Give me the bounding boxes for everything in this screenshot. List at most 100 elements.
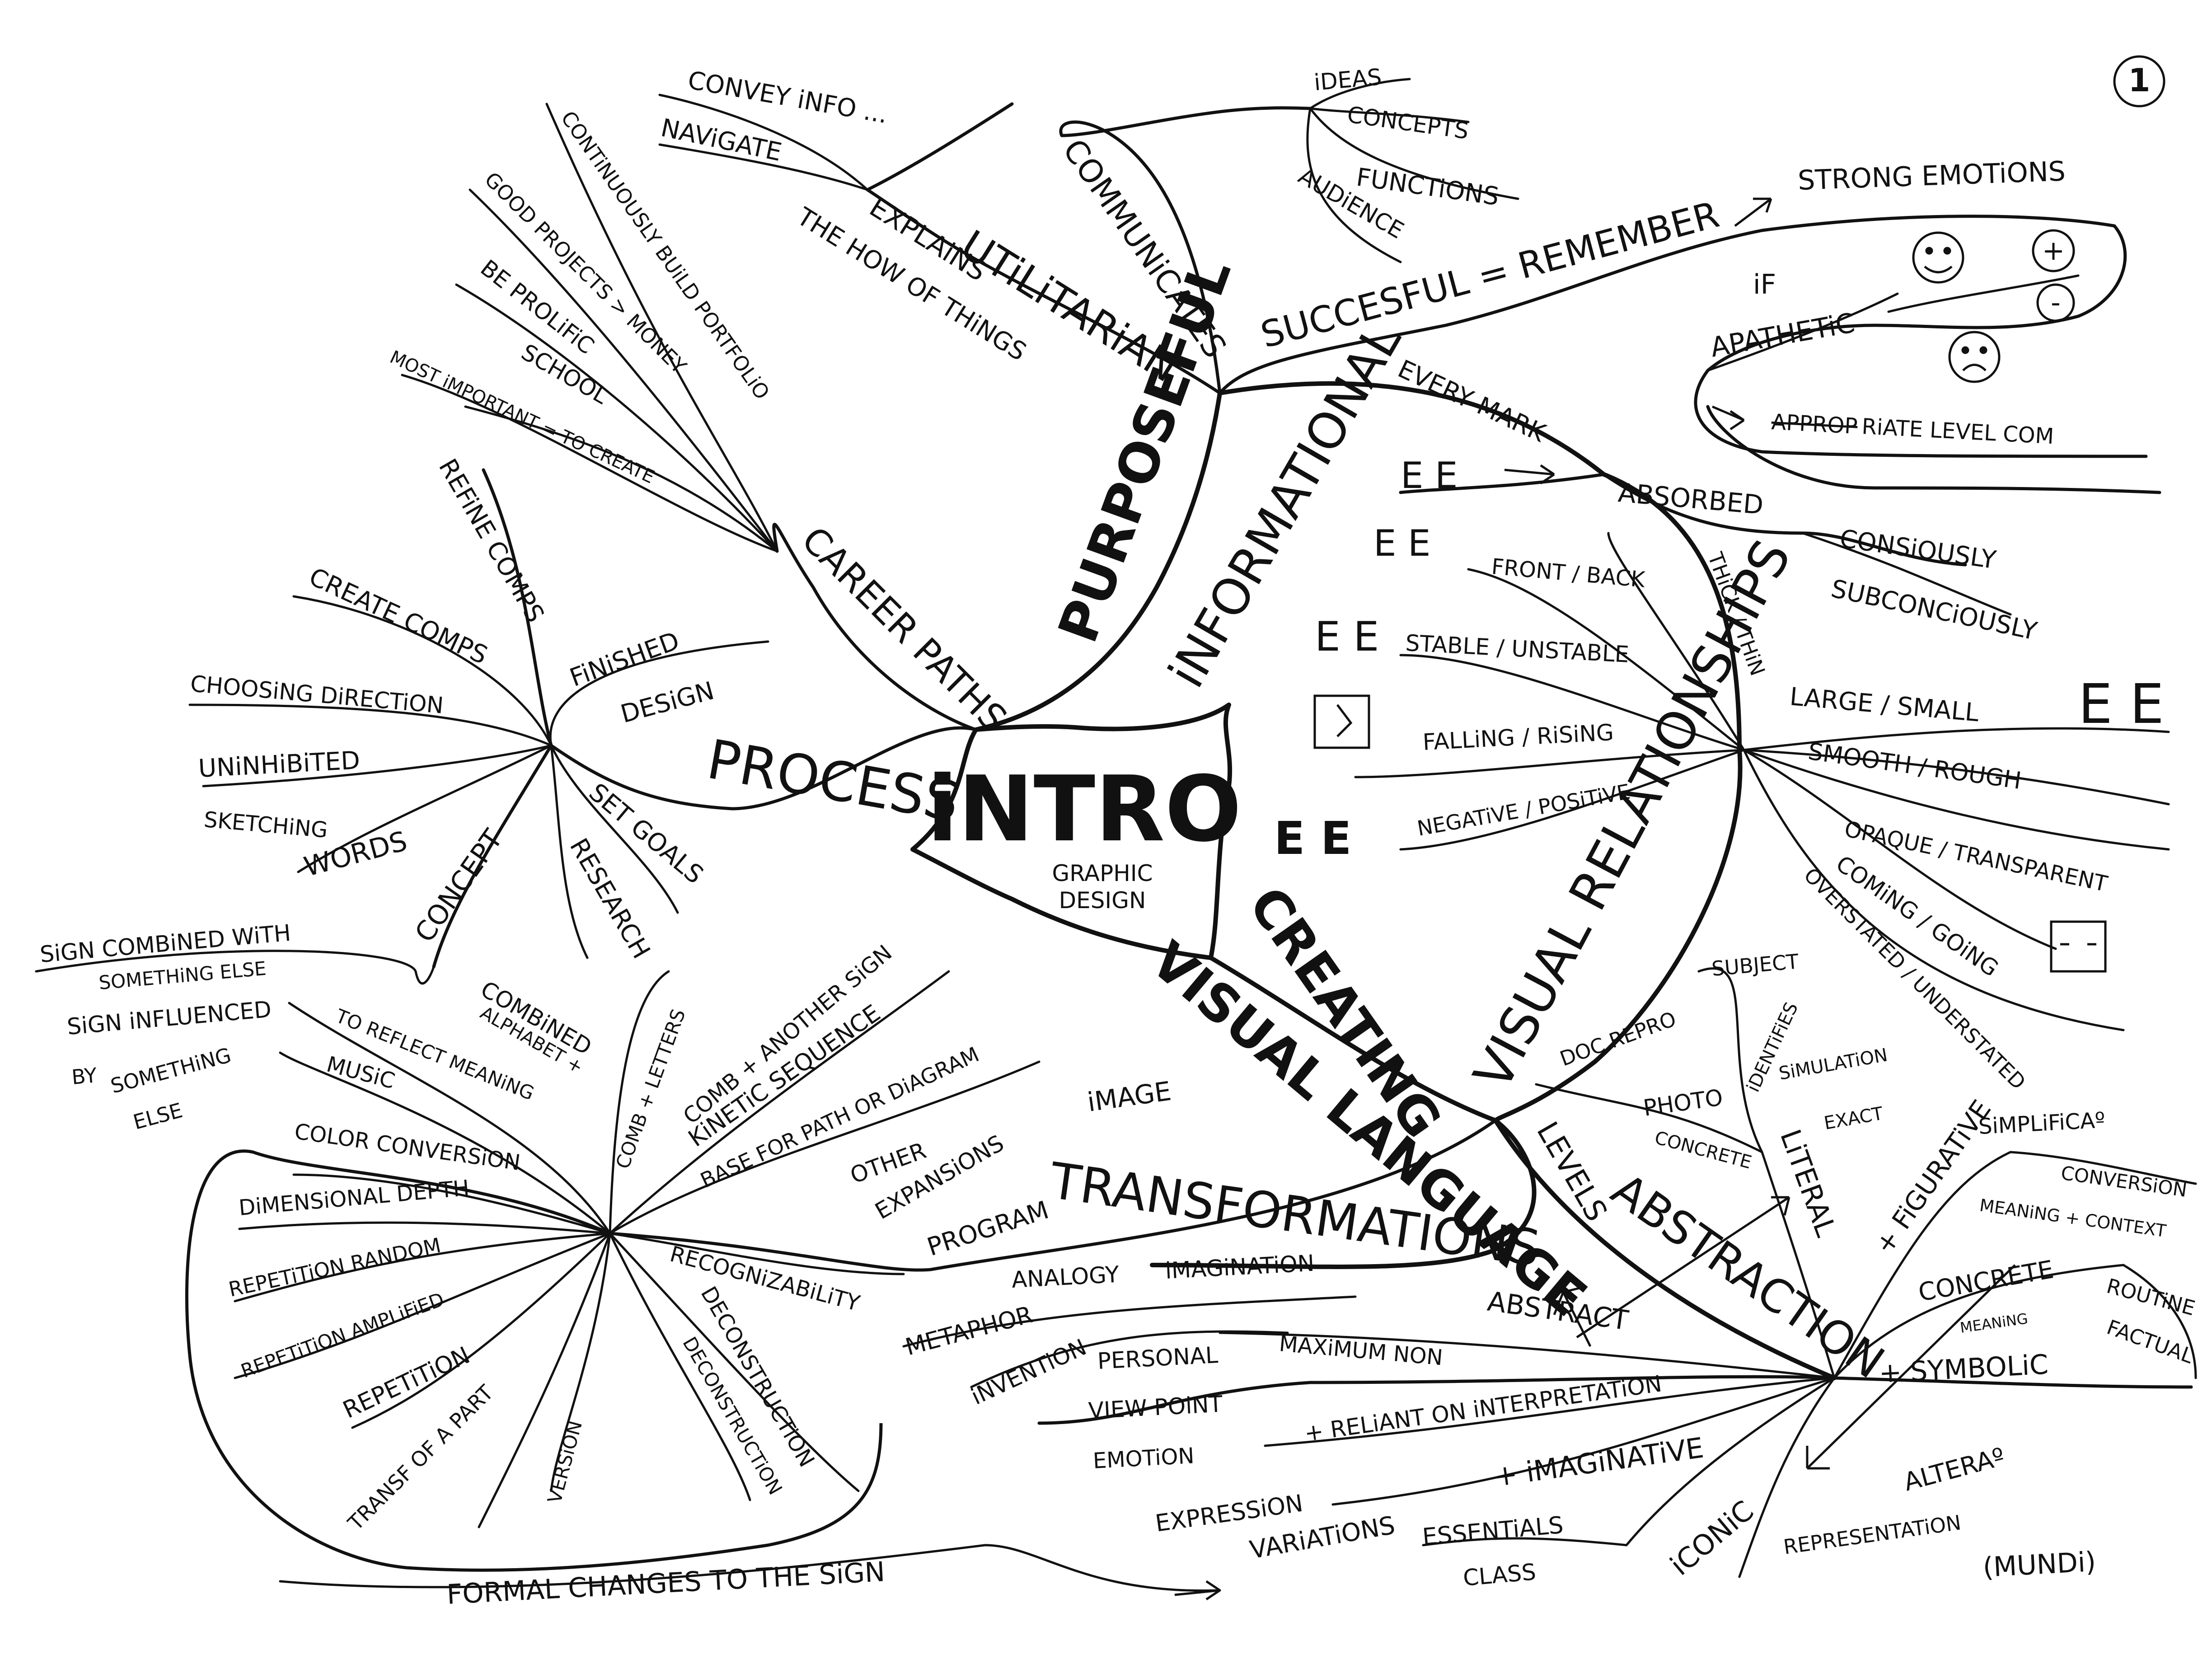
glyph-ee-1: E E — [1401, 455, 1458, 497]
expansions-label: EXPANSiONS — [871, 1130, 1008, 1224]
center-title: iNTRO — [927, 757, 1242, 862]
subconsciously-label: SUBCONCiOUSLY — [1828, 574, 2039, 646]
glyph-ee-3: E E — [1315, 613, 1379, 661]
dimensional-depth-label: DiMENSiONAL DEPTH — [238, 1176, 470, 1221]
research-label: RESEARCH — [564, 834, 656, 964]
arrow-icon — [1576, 1196, 1790, 1339]
meaning-context-label: MEANiNG + CONTEXT — [1978, 1195, 2168, 1241]
page-number: 1 — [2128, 62, 2151, 99]
sign-influenced-label: SiGN iNFLUENCED — [66, 996, 272, 1040]
plus-circle-icon — [2032, 229, 2075, 272]
concrete-2-label: CONCRETE — [1916, 1255, 2056, 1307]
page-number-circle — [2113, 55, 2165, 108]
glyph-ee-2: E E — [1373, 522, 1431, 564]
viewpoint-label: VIEW POiNT — [1088, 1391, 1223, 1424]
class-label: CLASS — [1462, 1559, 1537, 1591]
process-group: REFiNE COMPS FiNiSHED DESiGN CREATE COMP… — [189, 454, 717, 964]
comb-letters-label: COMB + LETTERS — [611, 1006, 689, 1172]
choosing-label: CHOOSiNG DiRECTiON — [189, 670, 445, 719]
uninhibited-label: UNiNHiBiTED — [197, 745, 361, 783]
center-node: iNTRO GRAPHIC DESIGN — [927, 757, 1242, 914]
routine-label: ROUTiNE — [2104, 1274, 2198, 1320]
career-paths-line — [772, 523, 978, 731]
mundi-label: (MUNDi) — [1982, 1546, 2097, 1584]
conversion-label: CONVERSiON — [2060, 1162, 2189, 1201]
apathetic-label: APATHETiC — [1708, 307, 1857, 364]
finished-label: FiNiSHED — [566, 626, 683, 693]
invention-label: iNVENTiON — [967, 1334, 1091, 1410]
arrow-icon — [1712, 405, 1745, 431]
metaphor-label: METAPHOR — [903, 1301, 1036, 1361]
iconic-label: iCONiC — [1664, 1494, 1760, 1582]
utilitarian-line — [866, 188, 1222, 395]
imagination-label: iMAGiNATiON — [1165, 1250, 1315, 1284]
front-back-label: FRONT / BACK — [1490, 554, 1647, 593]
appropriate-rest-label: RiATE LEVEL COM — [1861, 414, 2054, 449]
every-mark-label: EVERY MARK — [1394, 354, 1551, 448]
successful-line — [1218, 229, 1764, 395]
simulation-label: SiMULATiON — [1777, 1045, 1889, 1084]
subject-label: SUBJECT — [1711, 949, 1800, 981]
concrete-label: CONCRETE — [1652, 1127, 1753, 1173]
emotion-bubble — [1694, 215, 2148, 458]
else-label: ELSE — [131, 1098, 185, 1134]
something-else-label: SOMETHiNG ELSE — [98, 957, 267, 994]
strong-emotions-label: STRONG EMOTiONS — [1797, 155, 2066, 197]
arrows — [1174, 197, 2016, 1601]
meaning-label: MEANiNG — [1959, 1310, 2029, 1336]
simplification-label: SiMPLiFiCAº — [1978, 1107, 2106, 1139]
doc-repro-label: DOC REPRO — [1557, 1007, 1679, 1071]
informational-line — [1218, 381, 1743, 1123]
imaginative-label: + iMAGiNATiVE — [1492, 1431, 1706, 1493]
purposeful-spine — [974, 391, 1222, 732]
concept-label: CONCEPT — [409, 824, 509, 948]
navigate-label: NAViGATE — [658, 113, 784, 167]
branch-career-paths: CAREER PATHS — [794, 519, 1015, 740]
version-label: VERSiON — [543, 1418, 586, 1506]
arrow-icon — [1806, 1264, 2016, 1470]
glyph-ee-5: E E — [2078, 673, 2164, 736]
career-group: CONTiNUOUSLY BUiLD PORTFOLiO GOOD PROJEC… — [387, 107, 774, 488]
minus-circle-icon — [2036, 283, 2075, 322]
falling-rising-label: FALLiNG / RiSiNG — [1422, 719, 1615, 755]
refine-comps-label: REFiNE COMPS — [433, 454, 550, 628]
arrow-icon — [1553, 1286, 1592, 1347]
repetition-random-label: REPETiTiON RANDOM — [226, 1233, 443, 1301]
create-comps-label: CREATE COMPS — [305, 562, 492, 670]
analogy-label: ANALOGY — [1011, 1261, 1120, 1293]
arrow-icon — [1504, 464, 1555, 485]
essentials-label: ESSENTiALS — [1421, 1512, 1565, 1551]
transformations-bubble — [185, 1149, 883, 1572]
arrow-icon — [1174, 1580, 1221, 1601]
something-label: SOMETHiNG — [108, 1043, 234, 1098]
concepts-label: CONCEPTS — [1345, 101, 1470, 144]
emotion-label: EMOTiON — [1092, 1443, 1195, 1474]
convey-label: CONVEY iNFO ... — [686, 66, 890, 129]
sketching-label: SKETCHiNG — [203, 807, 329, 843]
informational-group: EVERY MARK ABSORBED CONSiOUSLY SUBCONCiO… — [1274, 354, 2164, 1094]
appropriate-struck-label: APPROP — [1771, 409, 1858, 439]
plus-sign: + — [2042, 235, 2065, 267]
recognizability-label: RECOGNiZABiLiTY — [667, 1241, 863, 1316]
abstraction-line — [1493, 1118, 1837, 1380]
formal-changes-label: FORMAL CHANGES TO THE SiGN — [446, 1556, 886, 1611]
process-line — [549, 726, 978, 811]
career-item: SCHOOL — [517, 339, 613, 409]
sad-face-icon — [1948, 331, 2001, 383]
center-subtitle-line2: DESIGN — [1059, 887, 1146, 914]
smooth-rough-label: SMOOTH / ROUGH — [1806, 738, 2023, 795]
visual-language-line — [1150, 956, 1537, 1269]
exact-label: EXACT — [1823, 1103, 1885, 1134]
ideas-label: iDEAS — [1313, 64, 1382, 96]
successful-label: SUCCESFUL = REMEMBER — [1256, 193, 1724, 356]
minus-sign: - — [2051, 287, 2061, 319]
smiley-face-icon — [1912, 231, 1964, 284]
center-node-outline — [910, 703, 1233, 960]
large-small-label: LARGE / SMALL — [1789, 682, 1980, 727]
photo-label: PHOTO — [1642, 1084, 1725, 1121]
glyph-ee-4: E E — [1274, 812, 1351, 865]
absorbed-label: ABSORBED — [1617, 477, 1765, 520]
if-label: iF — [1753, 269, 1776, 300]
alteration-label: ALTERAº — [1901, 1442, 2008, 1497]
image-label: iMAGE — [1085, 1076, 1173, 1118]
